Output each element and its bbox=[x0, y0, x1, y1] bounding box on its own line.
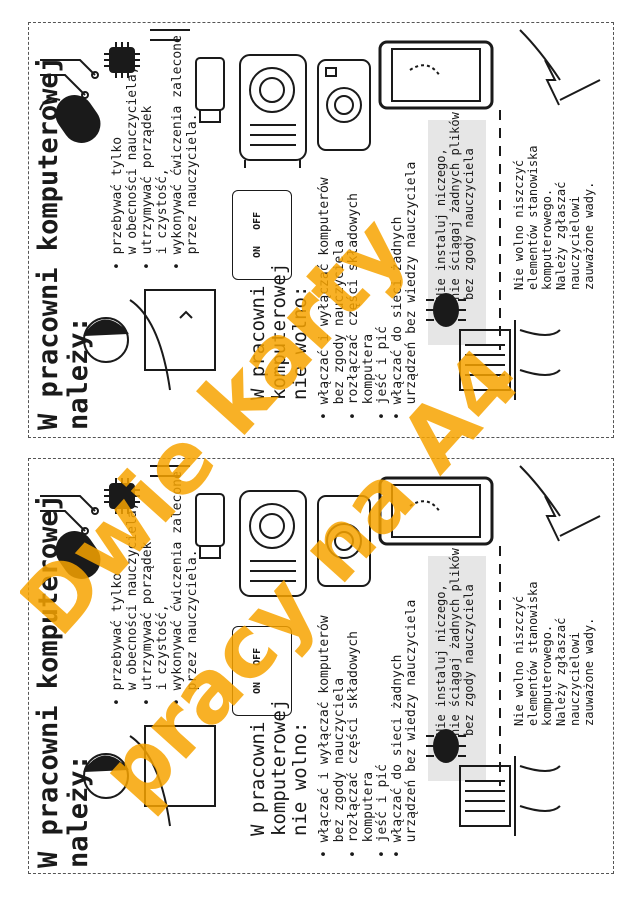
bug-icon bbox=[426, 293, 466, 327]
broken-cable-icon bbox=[519, 465, 601, 542]
desk-computer-icon bbox=[459, 756, 561, 836]
desk-computer-icon bbox=[459, 320, 561, 400]
bottom-switch-sign bbox=[232, 626, 292, 716]
broken-cable-icon bbox=[519, 29, 601, 106]
projector-icon bbox=[239, 54, 307, 168]
person-laptop-icon bbox=[83, 289, 216, 391]
phone-icon bbox=[378, 40, 494, 110]
bottom-illustrations bbox=[40, 465, 601, 836]
phone-icon bbox=[378, 476, 494, 546]
camera-icon bbox=[317, 495, 371, 587]
chip-icon bbox=[104, 478, 140, 514]
mouse-icon bbox=[39, 95, 101, 143]
bottom-card-frame bbox=[28, 458, 614, 874]
projector-icon bbox=[239, 490, 307, 597]
bug-icon bbox=[426, 729, 466, 763]
top-illustrations bbox=[39, 29, 601, 400]
top-switch-sign bbox=[232, 190, 292, 280]
person-laptop-icon bbox=[83, 725, 216, 827]
camera-icon bbox=[317, 59, 371, 151]
usb-drive-icon bbox=[195, 493, 225, 559]
circuit-lines-icon bbox=[40, 29, 190, 99]
mouse-icon bbox=[55, 531, 101, 579]
circuit-lines-icon bbox=[40, 465, 190, 535]
top-card-frame bbox=[28, 22, 614, 438]
usb-drive-icon bbox=[195, 57, 225, 123]
chip-icon bbox=[104, 42, 140, 78]
